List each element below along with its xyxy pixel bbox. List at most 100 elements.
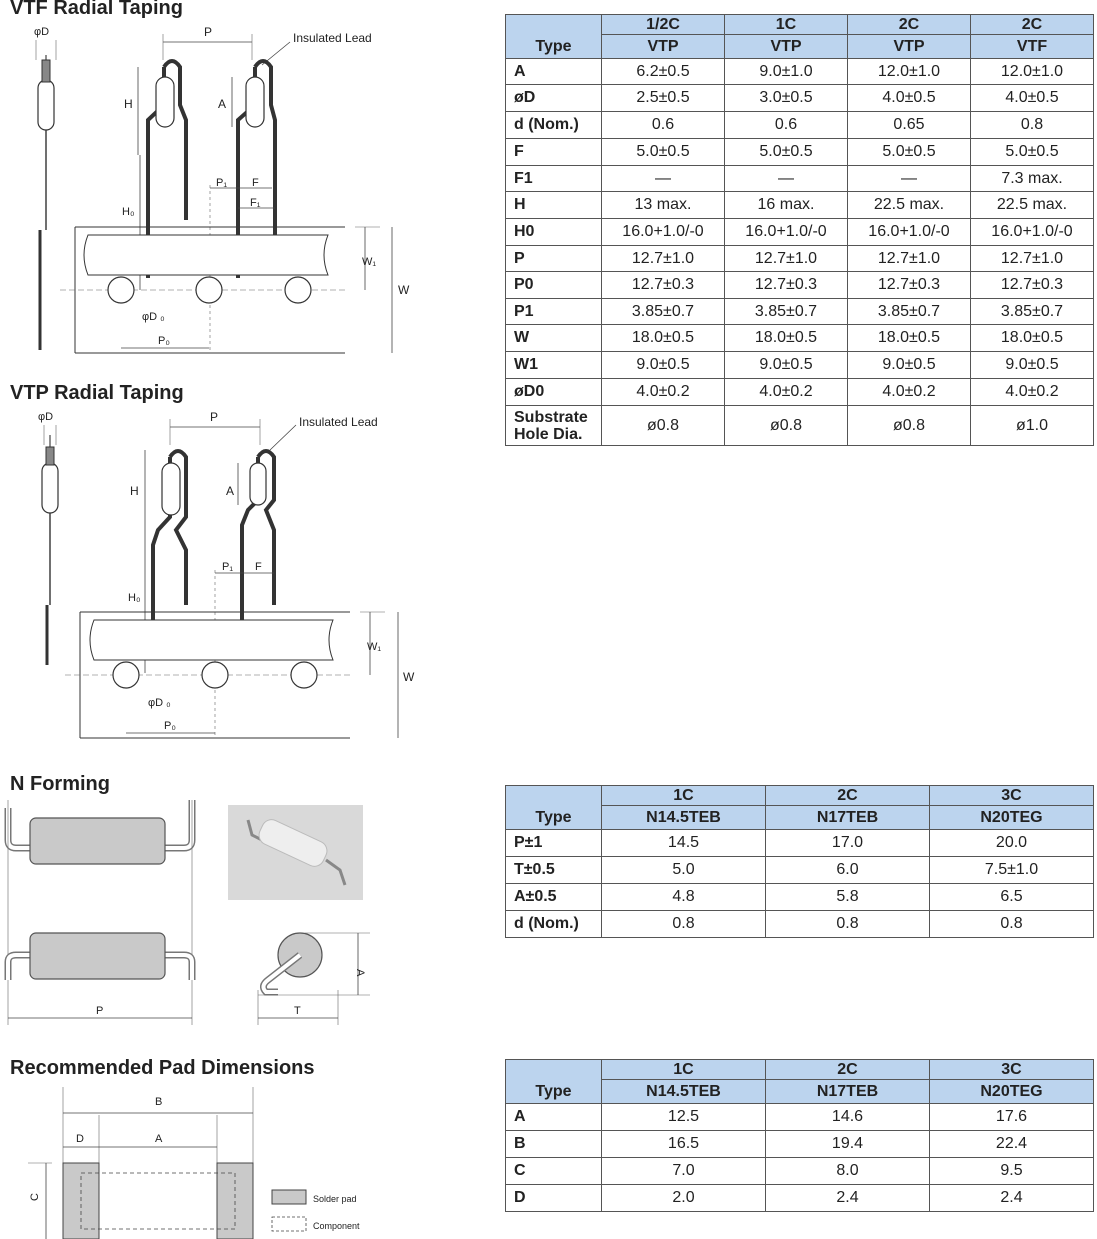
row-label: T±0.5 [505, 856, 602, 884]
W1-label: W₁ [362, 256, 376, 268]
table-cell: 0.8 [601, 910, 766, 938]
vtp-taping-diagram: φD P Insulated Lead H A H₀ P₁ F W₁ W φD … [38, 410, 415, 739]
table-cell: 17.6 [929, 1103, 1094, 1131]
row-label: C [505, 1157, 602, 1185]
table-cell: 18.0±0.5 [970, 324, 1094, 352]
table-cell: 4.0±0.2 [847, 378, 971, 406]
table-cell: 14.6 [765, 1103, 930, 1131]
table-cell: 22.4 [929, 1130, 1094, 1158]
pad-dimensions-diagram: B D A C Solder pad Component [28, 1087, 360, 1239]
n-forming-title: N Forming [10, 773, 110, 795]
table-cell: 0.65 [847, 111, 971, 139]
n-forming-diagram: P A T [4, 800, 370, 1025]
table-cell: ø0.8 [601, 405, 725, 446]
resistor-body-top [29, 817, 166, 865]
table-cell: 12.7±1.0 [847, 245, 971, 272]
table-cell: 3.0±0.5 [724, 84, 848, 112]
table-cell: 12.7±1.0 [724, 245, 848, 272]
row-label: A±0.5 [505, 883, 602, 911]
table-cell: 6.0 [765, 856, 930, 884]
vtp-radial-taping-title: VTP Radial Taping [10, 382, 184, 404]
A-label: A [155, 1133, 163, 1145]
table-cell: 5.0 [601, 856, 766, 884]
table-cell: 22.5 max. [970, 191, 1094, 219]
col-sub-header: VTF [970, 34, 1094, 59]
table-cell: 9.0±0.5 [970, 351, 1094, 379]
A-label: A [226, 484, 234, 498]
table-cell: 18.0±0.5 [724, 324, 848, 352]
P-label: P [204, 25, 212, 39]
table-cell: ø0.8 [847, 405, 971, 446]
F1-label: F₁ [250, 197, 261, 209]
table-cell: 6.5 [929, 883, 1094, 911]
A-label: A [354, 969, 366, 977]
table-cell: — [847, 165, 971, 192]
col-top-header: 2C [847, 14, 971, 35]
component-body-2 [249, 462, 267, 506]
component-outline [80, 1172, 236, 1230]
col-sub-header: N14.5TEB [601, 805, 766, 830]
col-sub-header: N17TEB [765, 805, 930, 830]
side-body [37, 79, 55, 131]
table-cell: 6.2±0.5 [601, 58, 725, 85]
H0-label: H₀ [122, 206, 135, 218]
row-label: H [505, 191, 602, 219]
type-header: Type [505, 14, 602, 59]
sprocket-hole-3 [284, 276, 312, 304]
table-cell: 9.0±0.5 [847, 351, 971, 379]
table-cell: 9.0±0.5 [724, 351, 848, 379]
resistor-body-front [29, 932, 166, 980]
component-body-1 [155, 76, 175, 128]
table-cell: 20.0 [929, 829, 1094, 857]
row-label: F [505, 138, 602, 166]
row-label: d (Nom.) [505, 910, 602, 938]
table-cell: 4.0±0.2 [601, 378, 725, 406]
table-cell: 9.5 [929, 1157, 1094, 1185]
table-cell: 5.8 [765, 883, 930, 911]
table-cell: 4.0±0.2 [970, 378, 1094, 406]
W-label: W [403, 670, 415, 684]
row-label: øD [505, 84, 602, 112]
table-cell: 9.0±0.5 [601, 351, 725, 379]
row-label: P±1 [505, 829, 602, 857]
table-cell: — [601, 165, 725, 192]
col-sub-header: VTP [847, 34, 971, 59]
table-cell: 12.7±0.3 [847, 271, 971, 299]
table-cell: 22.5 max. [847, 191, 971, 219]
table-row: F1———7.3 max. [505, 165, 1094, 192]
col-top-header: 2C [765, 1059, 930, 1080]
n-forming-table: Type 1C 2C 3C N14.5TEB N17TEB N20TEG P±1… [505, 785, 1094, 938]
col-top-header: 1C [724, 14, 848, 35]
col-top-header: 1C [601, 1059, 766, 1080]
col-sub-header: VTP [601, 34, 725, 59]
table-cell: 14.5 [601, 829, 766, 857]
pad-dimensions-title: Recommended Pad Dimensions [10, 1057, 315, 1079]
F-label: F [255, 561, 262, 573]
sprocket-hole-3 [290, 661, 318, 689]
row-label: A [505, 58, 602, 85]
sprocket-hole-2 [195, 276, 223, 304]
table-cell: 3.85±0.7 [724, 298, 848, 325]
table-cell: 4.0±0.5 [970, 84, 1094, 112]
table-cell: 2.5±0.5 [601, 84, 725, 112]
type-header: Type [505, 785, 602, 830]
component-body-2 [245, 76, 265, 128]
insulated-lead-label: Insulated Lead [293, 31, 372, 45]
table-cell: ø0.8 [724, 405, 848, 446]
table-cell: 4.0±0.5 [847, 84, 971, 112]
table-cell: 7.3 max. [970, 165, 1094, 192]
legend-solder-pad-label: Solder pad [313, 1194, 357, 1204]
W1-label: W₁ [367, 641, 381, 653]
table-cell: 5.0±0.5 [724, 138, 848, 166]
H-label: H [124, 97, 133, 111]
